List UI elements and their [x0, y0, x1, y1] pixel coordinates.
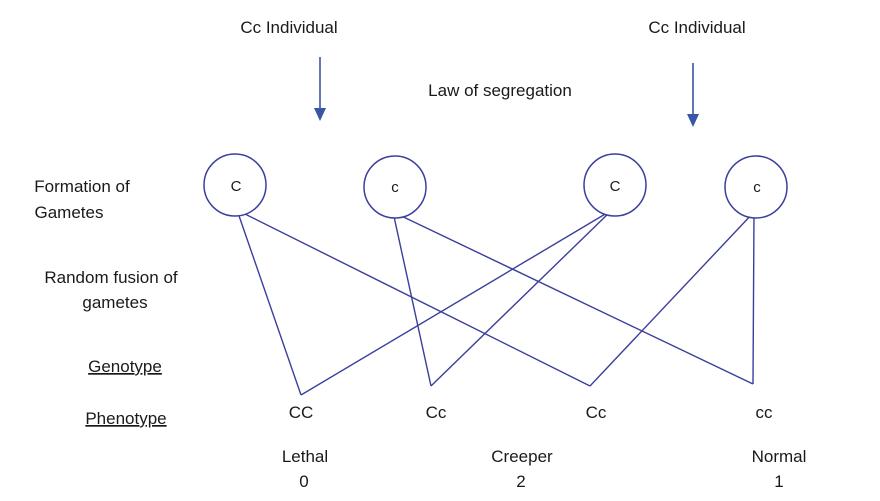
phenotype-name: Creeper: [491, 447, 553, 466]
phenotype-ratio: 1: [774, 472, 783, 491]
fusion-line: [236, 209, 591, 387]
fusion-line: [236, 209, 302, 396]
fusion-label-line1: Random fusion of: [44, 268, 178, 287]
fusion-line: [392, 211, 432, 387]
genotype-value: CC: [289, 403, 314, 422]
law-of-segregation-label: Law of segregation: [428, 81, 572, 100]
formation-label-line1: Formation of: [34, 177, 130, 196]
phenotype-ratio: 0: [299, 472, 308, 491]
gamete-circles: [203, 153, 788, 219]
gamete-circle: [203, 153, 267, 217]
genotype-label: Genotype: [88, 357, 162, 376]
phenotype-name: Lethal: [282, 447, 328, 466]
genotype-value: Cc: [426, 403, 447, 422]
gamete-letter: c: [391, 179, 399, 196]
fusion-label-line2: gametes: [82, 293, 147, 312]
gamete-letter: c: [753, 179, 761, 196]
phenotype-ratio: 2: [516, 472, 525, 491]
fusion-line: [392, 211, 754, 385]
phenotype-name: Normal: [752, 447, 807, 466]
fusion-line: [752, 211, 755, 385]
right-individual-label: Cc Individual: [648, 18, 745, 37]
right-down-arrow: [687, 63, 699, 127]
fusion-line: [589, 211, 755, 387]
left-individual-label: Cc Individual: [240, 18, 337, 37]
gamete-letter: C: [231, 178, 242, 195]
genotype-value: cc: [756, 403, 774, 422]
genotype-value: Cc: [586, 403, 607, 422]
gamete-circle: [583, 153, 647, 217]
gamete-letter: C: [610, 178, 621, 195]
fusion-line: [300, 209, 613, 396]
gamete-circle: [724, 155, 788, 219]
formation-label-line2: Gametes: [35, 203, 104, 222]
gamete-circle: [363, 155, 427, 219]
phenotype-label: Phenotype: [85, 409, 166, 428]
left-down-arrow: [314, 57, 326, 121]
fusion-line: [430, 209, 613, 387]
fusion-lines: [236, 209, 755, 396]
